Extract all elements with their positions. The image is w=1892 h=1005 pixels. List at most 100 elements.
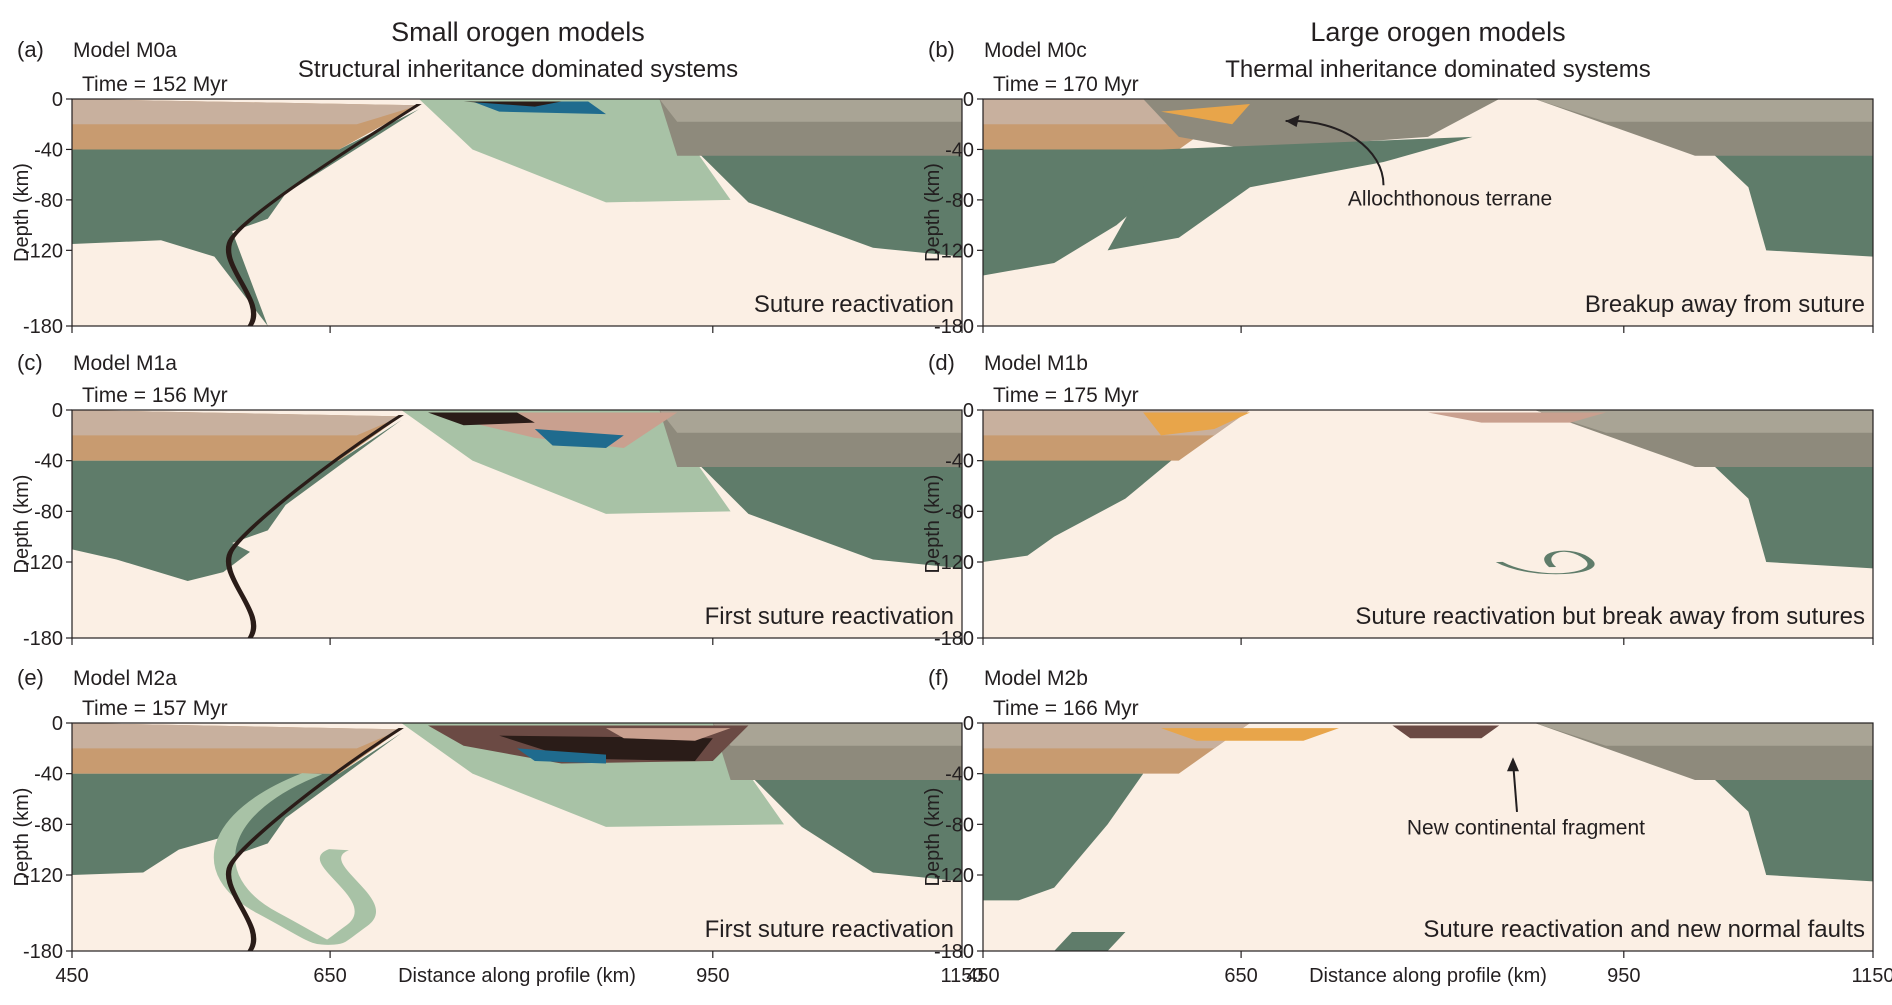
left-mantle-lithosphere bbox=[983, 773, 1144, 901]
panel-letter: (c) bbox=[17, 350, 43, 375]
y-tick-label: -180 bbox=[934, 316, 974, 338]
left-mantle-lithosphere bbox=[72, 420, 402, 581]
y-axis-label: Depth (km) bbox=[11, 475, 33, 574]
x-tick-label: 950 bbox=[1607, 965, 1640, 987]
cross-section bbox=[72, 99, 962, 327]
y-tick-label: 0 bbox=[963, 89, 974, 111]
blue-unit bbox=[517, 748, 606, 764]
y-tick-label: 0 bbox=[52, 89, 63, 111]
time-label: Time = 166 Myr bbox=[993, 697, 1139, 720]
x-axis-label: Distance along profile (km) bbox=[398, 965, 636, 987]
right-column-subtitle: Thermal inheritance dominated systems bbox=[1225, 56, 1651, 83]
x-tick-label: 450 bbox=[55, 965, 88, 987]
x-tick-label: 1150 bbox=[940, 965, 983, 987]
panel-frame bbox=[982, 409, 1874, 639]
y-tick-label: -120 bbox=[934, 240, 974, 262]
mantle-fold bbox=[213, 773, 376, 945]
left-column-title: Small orogen models bbox=[391, 17, 645, 47]
y-tick-label: -120 bbox=[934, 552, 974, 574]
time-label: Time = 175 Myr bbox=[993, 384, 1139, 407]
dark-sediment bbox=[499, 735, 713, 761]
model-name: Model M2a bbox=[73, 667, 177, 690]
panel-letter: (a) bbox=[17, 37, 44, 62]
suture-trace bbox=[225, 103, 422, 327]
mantle-drip bbox=[1054, 932, 1126, 951]
y-tick-label: -120 bbox=[23, 552, 63, 574]
right-upper-crust bbox=[659, 99, 962, 122]
right-upper-crust bbox=[1534, 99, 1873, 122]
y-tick-label: -40 bbox=[945, 764, 974, 786]
y-tick-label: -120 bbox=[23, 240, 63, 262]
model-name: Model M1b bbox=[984, 352, 1088, 375]
x-axis-label: Distance along profile (km) bbox=[1309, 965, 1547, 987]
left-mantle-lithosphere bbox=[72, 733, 402, 875]
y-tick-label: -40 bbox=[34, 451, 63, 473]
orange-sediment bbox=[1161, 728, 1339, 741]
y-tick-label: -80 bbox=[945, 501, 974, 523]
time-label: Time = 157 Myr bbox=[82, 697, 228, 720]
y-tick-label: -40 bbox=[945, 451, 974, 473]
y-axis-label: Depth (km) bbox=[922, 475, 944, 574]
panel-frame bbox=[982, 98, 1874, 327]
panel-frame bbox=[71, 98, 963, 327]
continental-fragment bbox=[1392, 725, 1500, 739]
right-mantle-lithosphere bbox=[677, 454, 962, 569]
y-axis-label: Depth (km) bbox=[11, 788, 33, 887]
x-tick-label: 1150 bbox=[1851, 965, 1892, 987]
y-tick-label: -40 bbox=[945, 139, 974, 161]
model-name: Model M0a bbox=[73, 39, 177, 62]
y-tick-label: -180 bbox=[934, 628, 974, 650]
arrowhead bbox=[1507, 757, 1519, 772]
y-tick-label: -120 bbox=[934, 865, 974, 887]
left-mantle-lithosphere bbox=[983, 149, 1179, 276]
y-axis-label: Depth (km) bbox=[922, 163, 944, 262]
panel-caption: Suture reactivation but break away from … bbox=[1355, 603, 1865, 630]
panel-caption: First suture reactivation bbox=[705, 916, 954, 943]
y-tick-label: -80 bbox=[34, 190, 63, 212]
time-label: Time = 170 Myr bbox=[993, 73, 1139, 96]
y-tick-label: 0 bbox=[963, 400, 974, 422]
x-tick-label: 650 bbox=[1224, 965, 1257, 987]
right-upper-crust bbox=[712, 723, 962, 746]
y-tick-label: -80 bbox=[34, 501, 63, 523]
annotation-label: Allochthonous terrane bbox=[1348, 188, 1552, 211]
panel-frame bbox=[982, 722, 1874, 952]
right-upper-crust bbox=[659, 410, 962, 433]
time-label: Time = 152 Myr bbox=[82, 73, 228, 96]
model-name: Model M2b bbox=[984, 667, 1088, 690]
panel-letter: (f) bbox=[928, 665, 949, 690]
panel-frame bbox=[71, 722, 963, 952]
light-mantle-wedge bbox=[419, 99, 731, 203]
y-tick-label: -180 bbox=[23, 628, 63, 650]
panel-frame bbox=[71, 409, 963, 639]
arrowhead bbox=[1285, 115, 1300, 127]
y-tick-label: -40 bbox=[34, 139, 63, 161]
annotation-label: New continental fragment bbox=[1407, 817, 1645, 840]
left-upper-crust bbox=[72, 99, 420, 125]
left-upper-crust bbox=[72, 723, 402, 749]
right-mantle-lithosphere bbox=[730, 767, 962, 882]
y-tick-label: -180 bbox=[23, 941, 63, 963]
annotation-arrow bbox=[1285, 119, 1385, 186]
panel-caption: Suture reactivation and new normal fault… bbox=[1423, 916, 1865, 943]
mantle-keel bbox=[1107, 136, 1473, 251]
x-tick-label: 450 bbox=[966, 965, 999, 987]
left-upper-crust bbox=[72, 410, 402, 436]
cross-section bbox=[983, 723, 1873, 951]
model-name: Model M1a bbox=[73, 352, 177, 375]
x-tick-label: 650 bbox=[313, 965, 346, 987]
rift-sediments bbox=[1428, 412, 1606, 423]
y-tick-label: -40 bbox=[34, 764, 63, 786]
suture-trace bbox=[225, 414, 404, 639]
panel-caption: Breakup away from suture bbox=[1585, 291, 1865, 318]
left-column-subtitle: Structural inheritance dominated systems bbox=[298, 56, 738, 83]
orange-sediment bbox=[1143, 412, 1250, 436]
mantle-swirl bbox=[1495, 550, 1595, 575]
dark-sediment bbox=[428, 412, 535, 426]
panel-caption: Suture reactivation bbox=[754, 291, 954, 318]
